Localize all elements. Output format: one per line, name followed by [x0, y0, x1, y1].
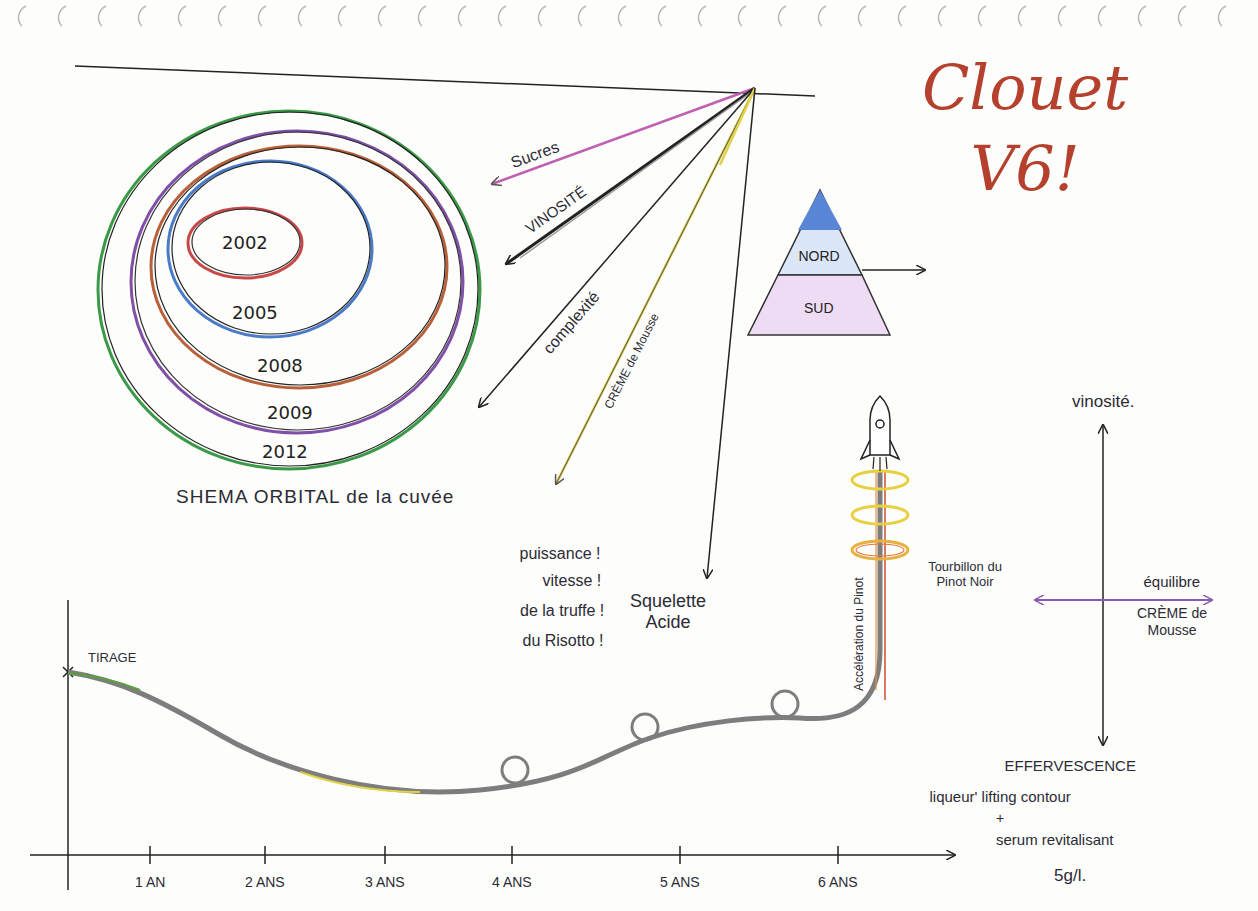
annotation: puissance ! — [520, 544, 601, 563]
notebook-spiral — [19, 6, 1226, 26]
rocket-window — [876, 420, 884, 428]
annotation: TIRAGE — [88, 650, 136, 666]
node-outline — [128, 128, 466, 436]
orbit-ellipse-ink — [135, 132, 461, 430]
axis-tick-label: 3 ANS — [365, 874, 405, 891]
title: Clouet V6! — [900, 48, 1150, 209]
swirl-ring — [852, 506, 908, 524]
annotation: équilibre — [1144, 573, 1201, 591]
annotation: complexité — [539, 287, 604, 357]
annotation: CRÈME de Mousse — [1127, 605, 1217, 639]
vintage-orbit: 2008 2005 2002 — [148, 143, 450, 391]
axis-ticks — [150, 846, 838, 864]
region-name: SUD — [804, 300, 834, 317]
creme-arrow — [556, 88, 755, 484]
aging-curve — [68, 470, 880, 792]
curve-loop — [632, 714, 658, 740]
rocket-body — [870, 396, 890, 455]
vinosite-effervescence-arrow — [1102, 425, 1104, 745]
x-axis — [30, 854, 955, 856]
rocket-flame — [873, 457, 887, 471]
orbit-ellipse-ink — [102, 112, 478, 466]
annotation: + — [996, 810, 1004, 827]
nord-arrow — [862, 269, 925, 271]
vintage-year: 2005 — [232, 302, 278, 324]
axis-tick-label: 1 AN — [135, 874, 165, 891]
annotation: liqueur' lifting contour — [930, 788, 1071, 806]
annotation: SHEMA ORBITAL de la cuvée — [176, 486, 454, 509]
swirl-ring-orange — [856, 544, 904, 556]
annotation: VINOSITÉ — [522, 183, 590, 238]
annotation: du Risotto ! — [523, 631, 604, 650]
annotation: de la truffe ! — [520, 601, 604, 620]
region-band: SUD — [748, 275, 890, 335]
annotation: CRÈME de Mousse — [601, 311, 662, 411]
curve-loop — [772, 691, 798, 717]
orbit-ellipse-ink — [172, 162, 370, 334]
region-name: NORD — [799, 248, 840, 265]
orbit-ellipse — [98, 111, 480, 469]
vintage-year: 2008 — [257, 355, 303, 377]
vinosite-arrow-shade — [520, 93, 750, 258]
annotation: 5g/l. — [1054, 866, 1086, 886]
sucres-arrow — [492, 88, 755, 184]
vintage-orbit: 2012 2009 2008 2005 2002 — [95, 108, 483, 472]
curve-loop — [502, 757, 528, 783]
creme-arrow-ink — [556, 88, 755, 484]
yellow-stroke — [720, 88, 755, 165]
band-tip — [798, 190, 842, 230]
axis-tick-label: 4 ANS — [492, 874, 532, 891]
axis-tick-label: 5 ANS — [660, 874, 700, 891]
annotation: Squelette Acide — [618, 591, 718, 634]
band-outline — [748, 275, 890, 335]
orbit-ellipse-ink — [192, 209, 300, 275]
band-outline — [778, 190, 862, 275]
axis-tick-label: 2 ANS — [245, 874, 285, 891]
node-outline — [148, 143, 450, 391]
annotation: EFFERVESCENCE — [1005, 757, 1136, 775]
trail-orange — [875, 470, 876, 690]
annotation: Sucres — [508, 137, 561, 172]
annotation: Tourbillon du Pinot Noir — [919, 559, 1011, 590]
vintage-orbit: 2002 — [185, 205, 305, 281]
orbit-ellipse — [188, 208, 302, 278]
trail-red — [884, 470, 886, 700]
vintage-year: 2012 — [262, 441, 308, 463]
vintage-orbit: 2005 2002 — [165, 158, 375, 340]
annotation: Accélération du Pinot — [851, 577, 865, 690]
vintage-year: 2009 — [267, 402, 313, 424]
orbit-ellipse — [131, 131, 463, 433]
complexite-arrow — [479, 88, 755, 407]
swirl-ring — [852, 471, 908, 489]
region-band: NORD — [748, 190, 890, 275]
aging-curve-green — [68, 673, 140, 690]
rocket-fins — [861, 440, 899, 459]
swirl-ring — [852, 541, 908, 559]
annotation: serum revitalisant — [996, 831, 1114, 849]
squelette-arrow — [707, 88, 755, 578]
axis-tick-label: 6 ANS — [818, 874, 858, 891]
vintage-year: 2002 — [222, 232, 268, 254]
annotation: vitesse ! — [543, 571, 602, 590]
orbit-ellipse — [168, 161, 372, 337]
vintage-orbit: 2009 2008 2005 2002 — [128, 128, 466, 436]
orbit-ellipse — [151, 146, 447, 388]
top-line — [75, 66, 815, 96]
orbit-ellipse-ink — [155, 147, 445, 385]
annotation: vinosité. — [1072, 392, 1134, 412]
aging-curve-yellow — [300, 772, 420, 792]
vinosite-arrow — [506, 88, 755, 264]
equilibre-arrow — [1035, 599, 1212, 601]
y-axis — [67, 600, 69, 890]
